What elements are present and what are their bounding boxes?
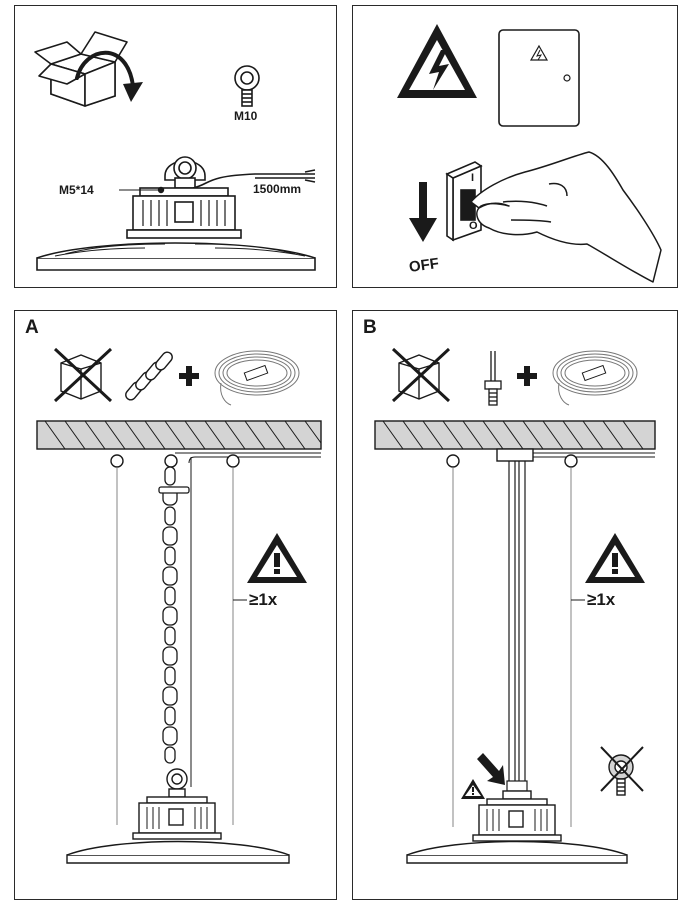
highbay-lamp-a <box>66 768 290 864</box>
switch-off-label: O <box>469 220 478 232</box>
down-arrow-icon <box>409 182 437 242</box>
cable-length-label: 1500mm <box>253 182 302 196</box>
rotate-arrow-head <box>123 82 143 102</box>
rotate-arrow-icon <box>75 50 135 88</box>
switch-on-label: I <box>471 172 475 184</box>
panel-b-drawing <box>374 347 656 864</box>
no-eyebolt-icon <box>600 746 644 796</box>
panel-power-off: I O OFF <box>352 5 678 288</box>
warning-icon <box>585 533 645 583</box>
panel-power-off-drawing <box>397 24 662 283</box>
suspension-rod <box>506 461 528 792</box>
panel-a-safety-label: ≥1x <box>249 590 278 609</box>
panel-a-corner-label: A <box>25 317 39 338</box>
panel-b-corner-label: B <box>363 317 377 338</box>
eyebolt-icon <box>234 65 260 107</box>
screw-size-label: M5*14 <box>59 183 94 197</box>
panel-mounting-rod: B ≥1x <box>352 310 678 900</box>
highbay-lamp-b <box>406 790 628 864</box>
fuse-box-icon <box>498 29 580 127</box>
warning-icon <box>247 533 307 583</box>
hand-icon <box>470 151 662 283</box>
threaded-rod-icon <box>484 351 502 406</box>
ceiling-drawing <box>36 420 322 458</box>
safety-rope-icon <box>552 350 638 406</box>
highbay-lamp-drawing <box>36 156 316 271</box>
warning-high-voltage-icon <box>397 24 477 98</box>
small-warning-icon <box>461 779 485 799</box>
hanging-chain <box>158 466 190 764</box>
no-box-icon <box>391 347 451 403</box>
chain-icon <box>125 351 173 401</box>
plus-icon <box>179 366 199 386</box>
panel-unpack: M10 M5*14 1500mm <box>14 5 337 288</box>
pointer-arrow-icon <box>477 753 505 785</box>
safety-rope-icon <box>214 350 300 406</box>
panel-b-safety-label: ≥1x <box>587 590 616 609</box>
panel-mounting-chain: A ≥1x <box>14 310 337 900</box>
plus-icon <box>517 366 537 386</box>
panel-a-drawing <box>36 347 322 864</box>
panel-unpack-drawing <box>34 31 316 271</box>
no-box-icon <box>53 347 113 403</box>
wall-switch-icon <box>445 161 483 242</box>
eyebolt-size-label: M10 <box>234 109 258 123</box>
